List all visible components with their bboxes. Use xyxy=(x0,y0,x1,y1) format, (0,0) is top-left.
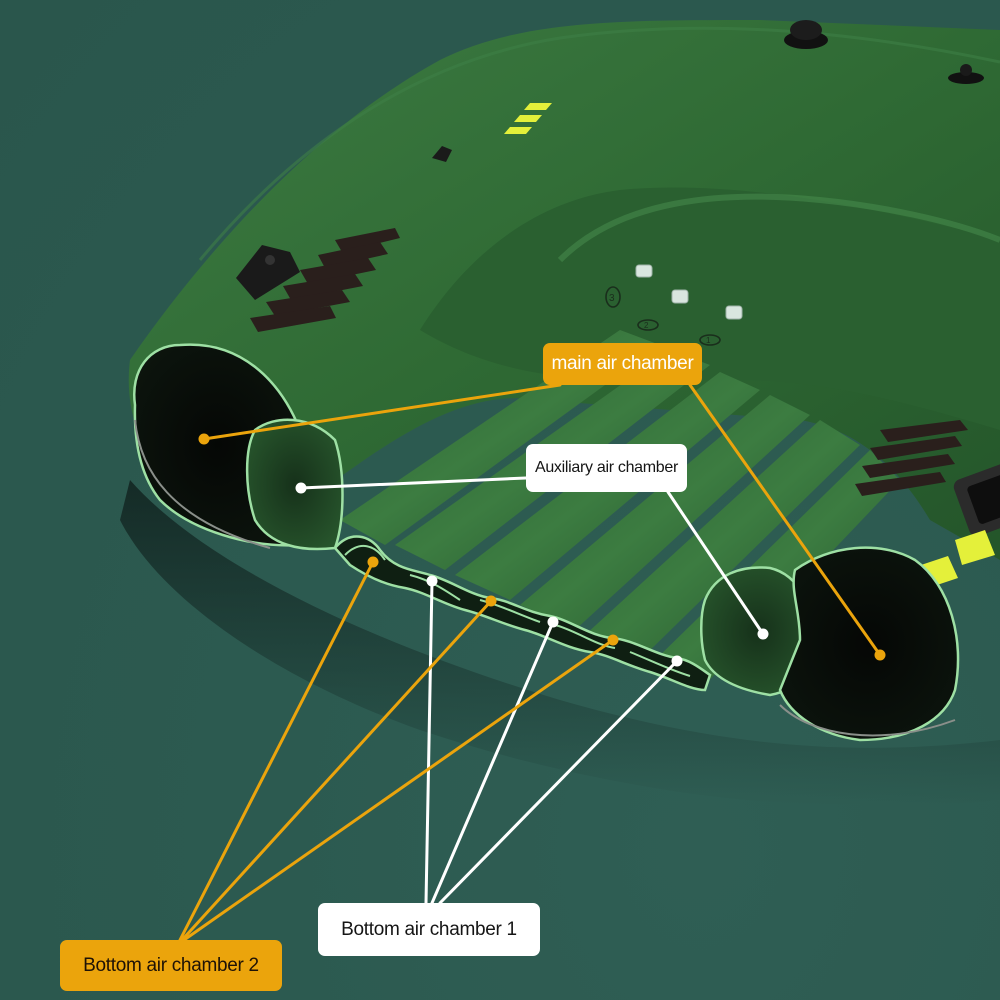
air-valve-icon xyxy=(784,20,828,49)
d-ring-icon xyxy=(948,64,984,84)
valve-marker-3: 3 xyxy=(609,293,615,304)
callout-dots xyxy=(198,433,886,667)
callout-auxiliary-air-chamber: Auxiliary air chamber xyxy=(526,444,687,492)
yellow-decal-top xyxy=(504,103,552,134)
callout-bottom-air-chamber-2: Bottom air chamber 2 xyxy=(60,940,282,991)
rope-clip-icon xyxy=(432,146,452,162)
oarlock-icon xyxy=(236,245,300,300)
stripe-decal-left xyxy=(250,228,400,332)
callout-main-air-chamber: main air chamber xyxy=(543,343,702,385)
handle-icon xyxy=(953,463,1000,537)
stripe-decal-right xyxy=(855,420,968,496)
right-main-tube xyxy=(778,546,960,742)
valve-icons xyxy=(635,264,743,320)
callout-lines xyxy=(178,383,882,942)
bottom-chamber-wave xyxy=(333,535,712,692)
valve-marker-2: 2 xyxy=(644,321,649,330)
callout-bottom-air-chamber-1: Bottom air chamber 1 xyxy=(318,903,540,956)
valve-number-markers xyxy=(605,286,721,346)
valve-marker-1: 1 xyxy=(706,336,711,345)
left-aux-tube xyxy=(245,418,344,551)
boat-shadow xyxy=(120,480,1000,807)
